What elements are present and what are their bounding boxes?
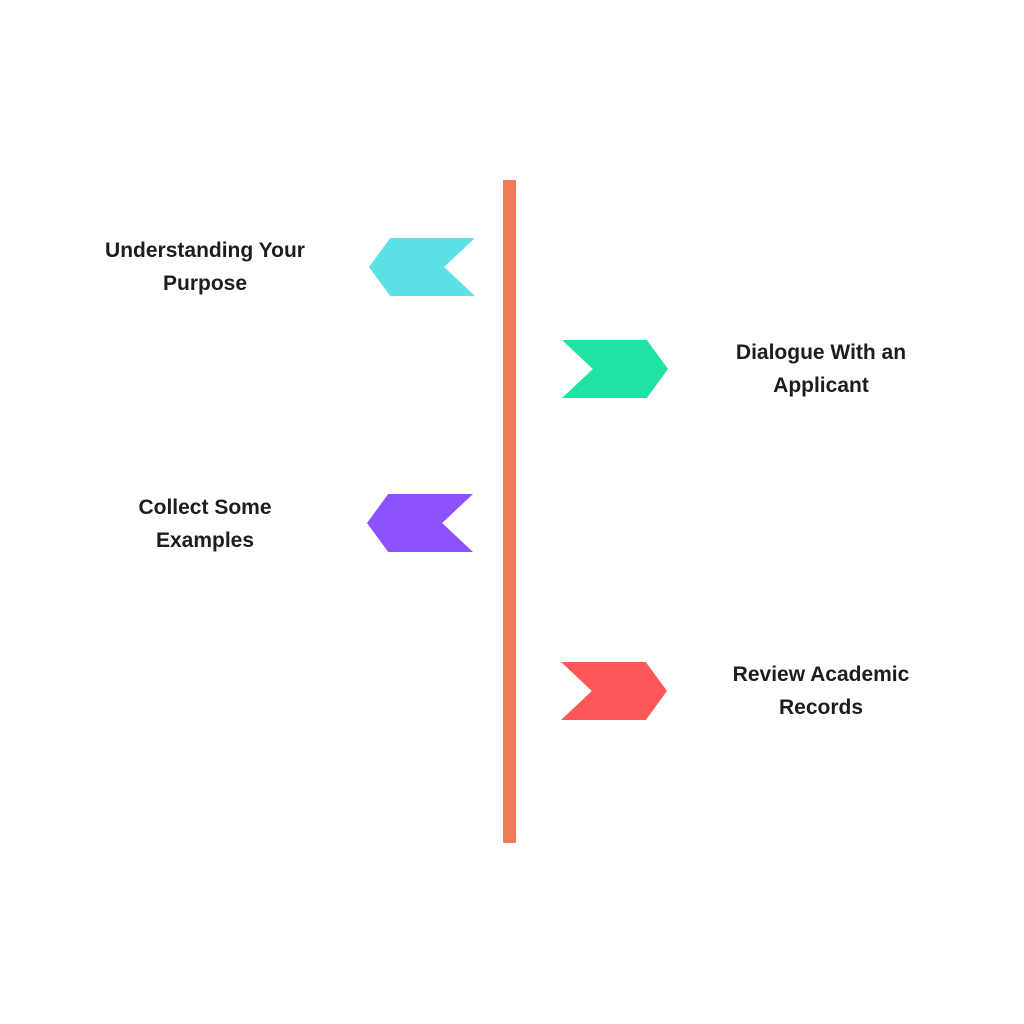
timeline-item-label: Collect Some Examples xyxy=(90,491,320,557)
chevron-left-icon xyxy=(369,238,475,296)
timeline-item-label: Dialogue With an Applicant xyxy=(706,336,936,402)
arrow-shape xyxy=(562,340,668,398)
timeline-spine xyxy=(503,180,516,843)
label-line: Purpose xyxy=(162,272,248,295)
arrow-shape xyxy=(367,494,473,552)
timeline-item-label: Review Academic Records xyxy=(706,658,936,724)
label-line: Review Academic xyxy=(732,663,910,686)
arrow-shape xyxy=(369,238,475,296)
arrow-shape xyxy=(561,662,667,720)
chevron-right-icon xyxy=(562,340,668,398)
chevron-left-icon xyxy=(367,494,473,552)
chevron-right-icon xyxy=(561,662,667,720)
label-line: Records xyxy=(778,696,864,719)
label-line: Dialogue With an xyxy=(735,341,907,364)
timeline-item-label: Understanding Your Purpose xyxy=(90,234,320,300)
label-line: Collect Some xyxy=(138,496,272,519)
label-line: Examples xyxy=(155,529,255,552)
label-line: Applicant xyxy=(773,374,869,397)
label-line: Understanding Your xyxy=(105,239,305,262)
